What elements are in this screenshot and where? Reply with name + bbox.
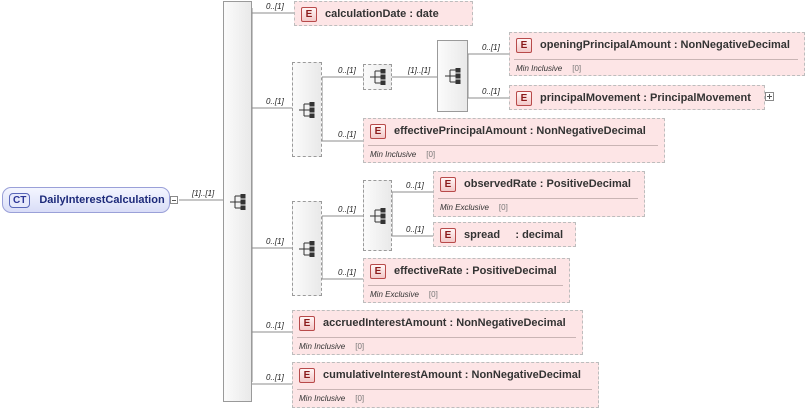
rate-choice-group[interactable] bbox=[292, 201, 322, 296]
element-badge: E bbox=[370, 123, 386, 139]
sequence-icon bbox=[299, 101, 315, 118]
root-cardinality: [1]..[1] bbox=[192, 189, 215, 198]
element-name: spread : decimal bbox=[464, 229, 564, 241]
sequence-icon bbox=[369, 207, 385, 224]
cardinality-opening-principal-amount: 0..[1] bbox=[482, 43, 500, 52]
element-name: accruedInterestAmount : NonNegativeDecim… bbox=[323, 317, 566, 329]
element-badge: E bbox=[440, 227, 456, 243]
sequence-icon bbox=[444, 68, 460, 84]
element-badge: E bbox=[299, 367, 315, 383]
cardinality-principal-inner-seq: 0..[1] bbox=[338, 66, 356, 75]
complex-type-badge: CT bbox=[9, 192, 31, 208]
facet-min-exclusive: Min Exclusive[0] bbox=[440, 203, 508, 212]
sequence-icon bbox=[299, 240, 315, 257]
element-separator bbox=[297, 337, 576, 338]
element-separator bbox=[368, 145, 658, 146]
cardinality-principal-inner-seq2: [1]..[1] bbox=[408, 66, 431, 75]
element-badge: E bbox=[516, 37, 532, 53]
principal-inner-sequence[interactable] bbox=[363, 64, 392, 90]
cardinality-principal-movement: 0..[1] bbox=[482, 87, 500, 96]
expand-plus-icon[interactable] bbox=[765, 92, 774, 101]
element-badge: E bbox=[299, 315, 315, 331]
element-separator bbox=[514, 59, 798, 60]
collapse-minus-icon[interactable] bbox=[170, 196, 178, 204]
cardinality-rate-inner-seq: 0..[1] bbox=[338, 205, 356, 214]
main-sequence[interactable] bbox=[223, 1, 252, 402]
element-badge: E bbox=[370, 263, 386, 279]
cardinality-accrued-interest-amount: 0..[1] bbox=[266, 321, 284, 330]
cardinality-cumulative-interest-amount: 0..[1] bbox=[266, 373, 284, 382]
element-badge: E bbox=[440, 176, 456, 192]
element-name: calculationDate : date bbox=[325, 8, 439, 20]
facet-min-inclusive: Min Inclusive[0] bbox=[299, 342, 365, 351]
principal-choice-group[interactable] bbox=[292, 62, 322, 157]
facet-min-exclusive: Min Exclusive[0] bbox=[370, 290, 438, 299]
cardinality-effective-rate: 0..[1] bbox=[338, 268, 356, 277]
element-name: principalMovement : PrincipalMovement bbox=[540, 92, 751, 104]
element-separator bbox=[297, 389, 592, 390]
element-separator bbox=[438, 198, 638, 199]
complex-type-daily-interest-calculation[interactable]: CT DailyInterestCalculation bbox=[2, 187, 170, 213]
cardinality-principal-choice: 0..[1] bbox=[266, 97, 284, 106]
element-name: effectiveRate : PositiveDecimal bbox=[394, 265, 557, 277]
element-name: observedRate : PositiveDecimal bbox=[464, 178, 631, 190]
element-badge: E bbox=[516, 90, 532, 106]
facet-min-inclusive: Min Inclusive[0] bbox=[299, 394, 365, 403]
sequence-icon bbox=[369, 69, 385, 85]
element-badge: E bbox=[301, 6, 317, 22]
element-name: openingPrincipalAmount : NonNegativeDeci… bbox=[540, 39, 790, 51]
facet-min-inclusive: Min Inclusive[0] bbox=[370, 150, 436, 159]
sequence-icon bbox=[229, 193, 245, 210]
facet-min-inclusive: Min Inclusive[0] bbox=[516, 64, 582, 73]
cardinality-observed-rate: 0..[1] bbox=[406, 181, 424, 190]
cardinality-effective-principal-amount: 0..[1] bbox=[338, 130, 356, 139]
cardinality-spread: 0..[1] bbox=[406, 225, 424, 234]
element-separator bbox=[368, 285, 563, 286]
element-name: effectivePrincipalAmount : NonNegativeDe… bbox=[394, 125, 646, 137]
cardinality-rate-choice: 0..[1] bbox=[266, 237, 284, 246]
principal-sequence[interactable] bbox=[437, 40, 468, 112]
cardinality-calculation-date: 0..[1] bbox=[266, 2, 284, 11]
element-name: cumulativeInterestAmount : NonNegativeDe… bbox=[323, 369, 581, 381]
complex-type-name: DailyInterestCalculation bbox=[39, 194, 165, 206]
rate-inner-sequence[interactable] bbox=[363, 180, 392, 251]
